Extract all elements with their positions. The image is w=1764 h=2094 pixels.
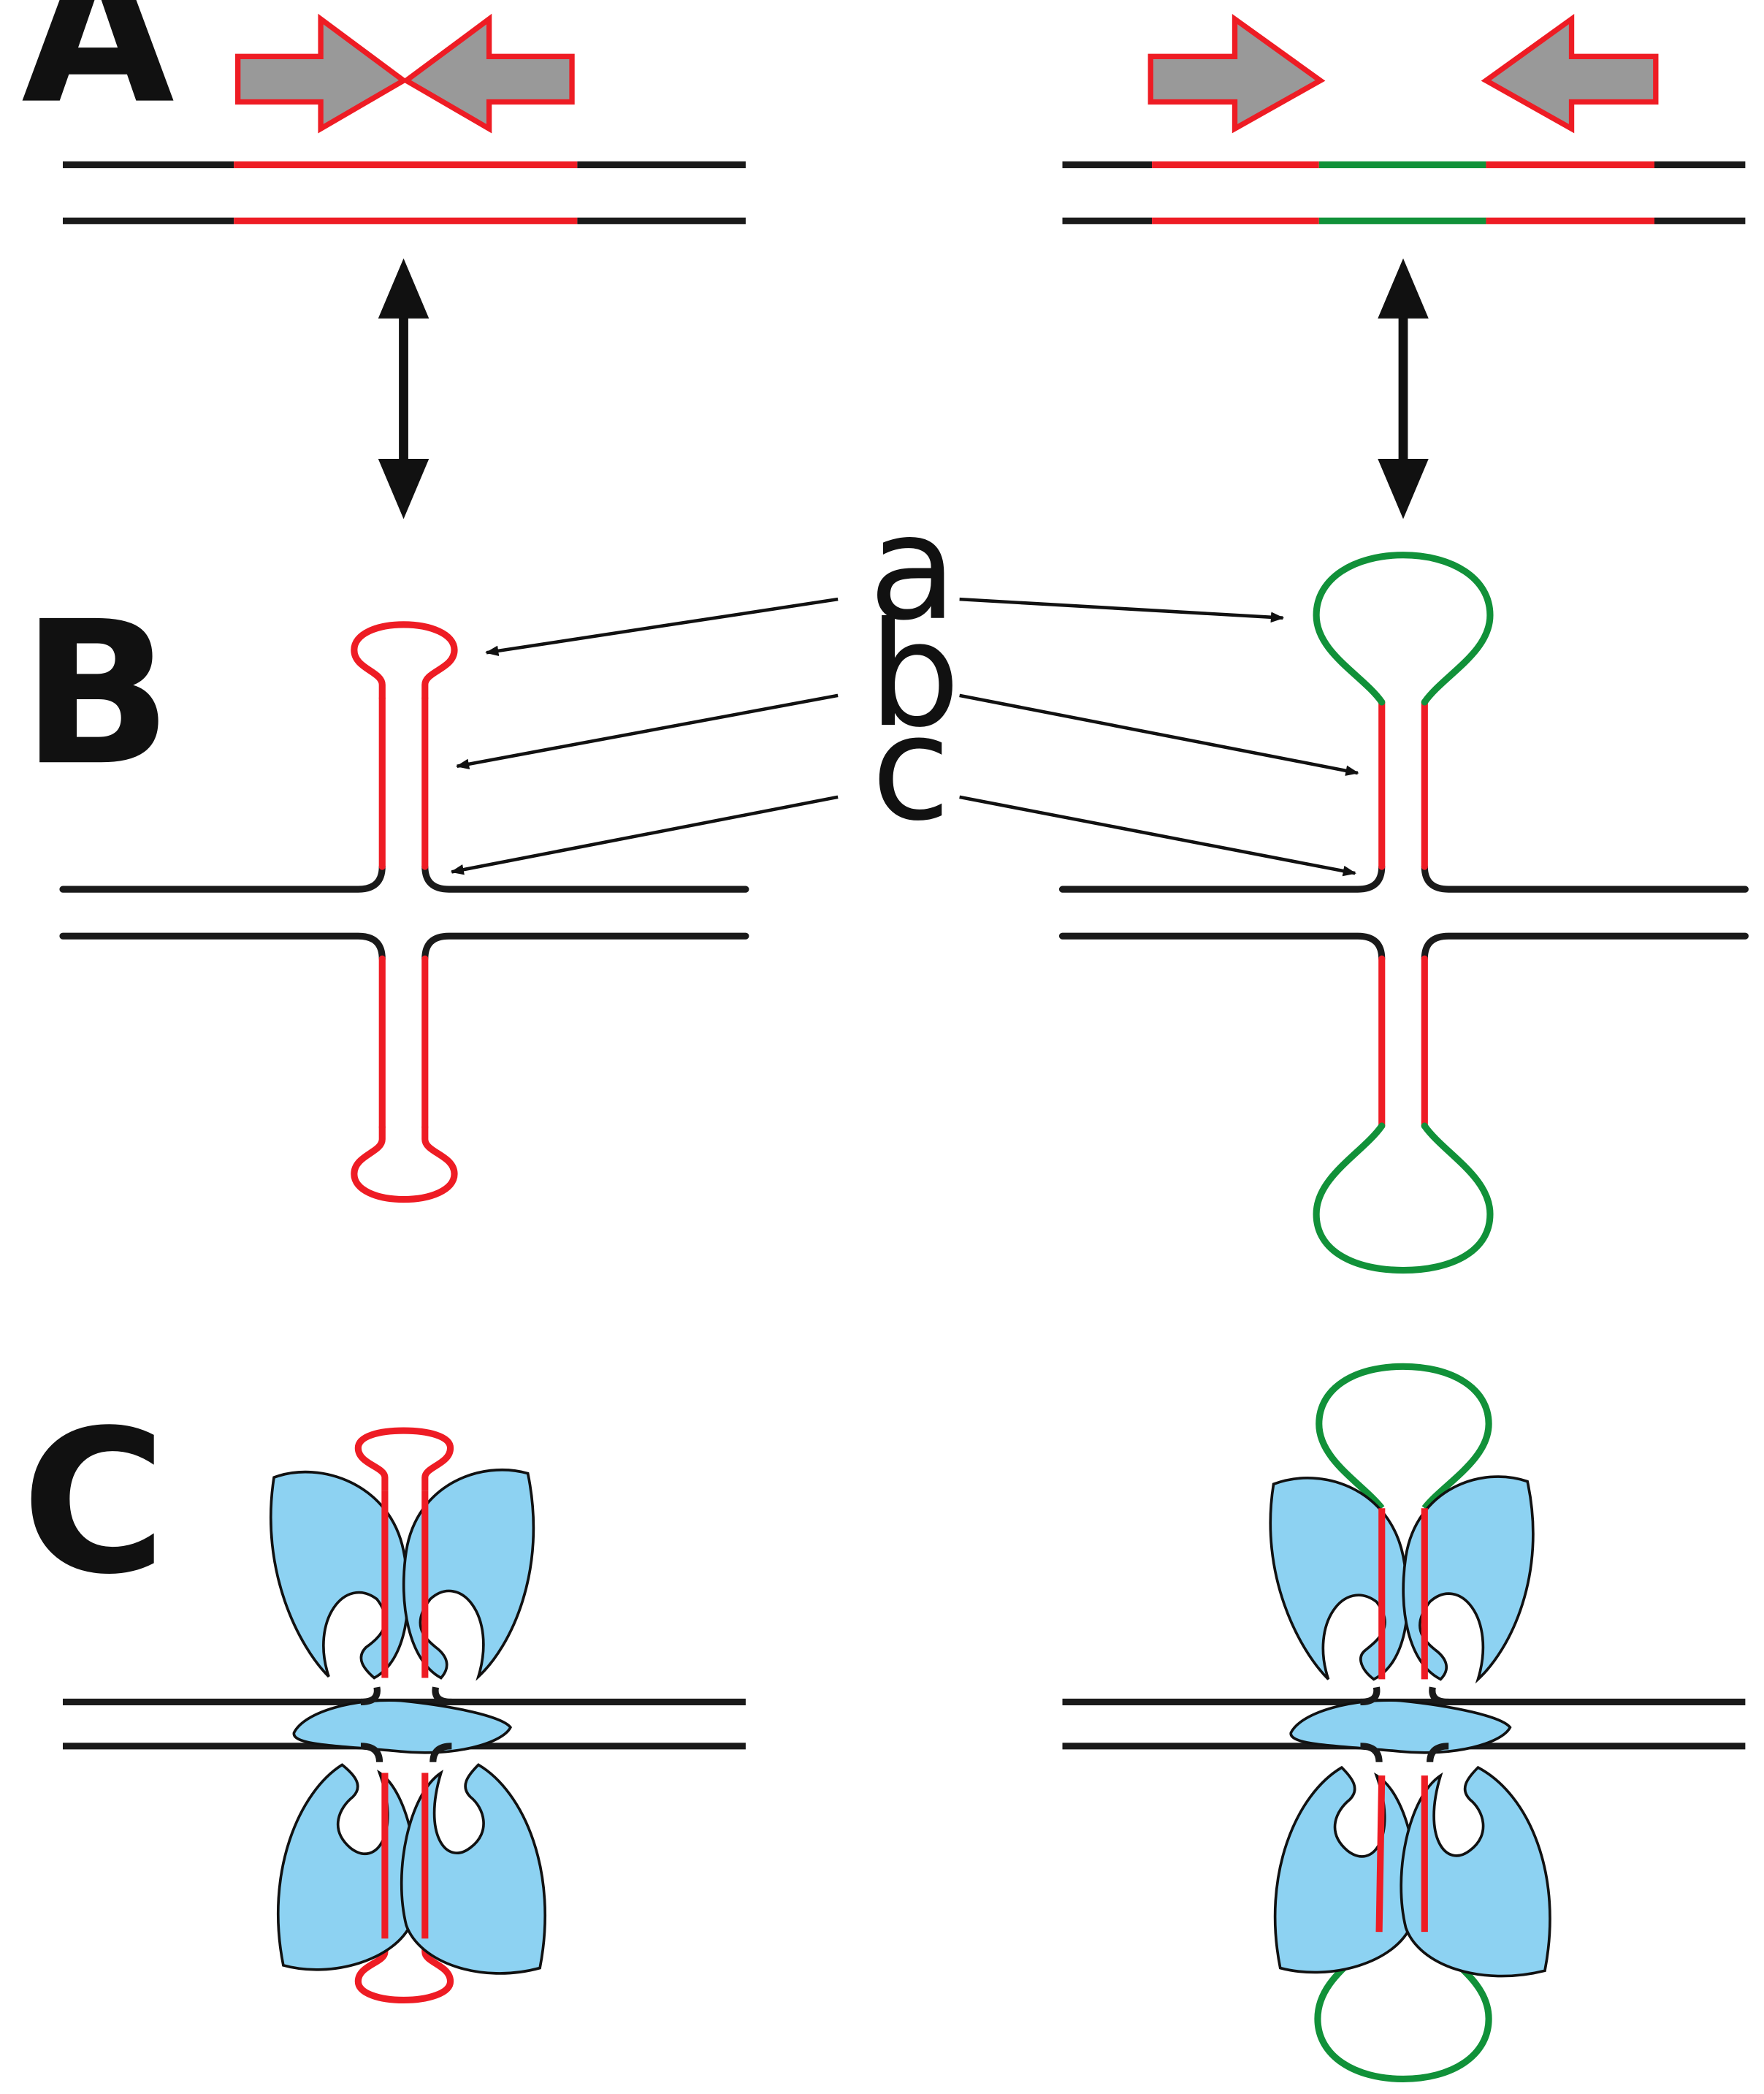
cruciform-left [59,621,749,1203]
pointer-c-left [450,795,839,875]
panel-label-b: B [21,579,172,809]
pointer-c-right [959,795,1356,877]
inverted-repeat-arrows-left [235,13,575,134]
equilibrium-arrow-left [378,258,429,519]
panel-label-a: A [21,0,176,148]
callout-label-b: b [868,591,960,759]
protein-subunits-right [1269,1475,1551,1978]
dna-duplex-right [1062,161,1746,224]
callout-label-c: c [871,685,951,853]
callout-label-a: a [868,484,957,652]
protein-subunits-left [270,1468,546,1975]
pointer-b-left [455,693,839,769]
protein-cruciform-right [1062,1363,1746,2082]
equilibrium-arrow-right [1378,258,1429,519]
panel-label-c: C [21,1387,167,1618]
pointer-a-left [485,597,839,657]
pointer-b-right [959,693,1359,776]
protein-cruciform-left [62,1427,746,2004]
cruciform-right [1058,552,1749,1274]
dna-duplex-left [62,161,746,224]
inverted-repeat-arrows-right [1148,13,1659,134]
pointer-a-right [959,597,1285,623]
callout-pointers [450,597,1359,877]
